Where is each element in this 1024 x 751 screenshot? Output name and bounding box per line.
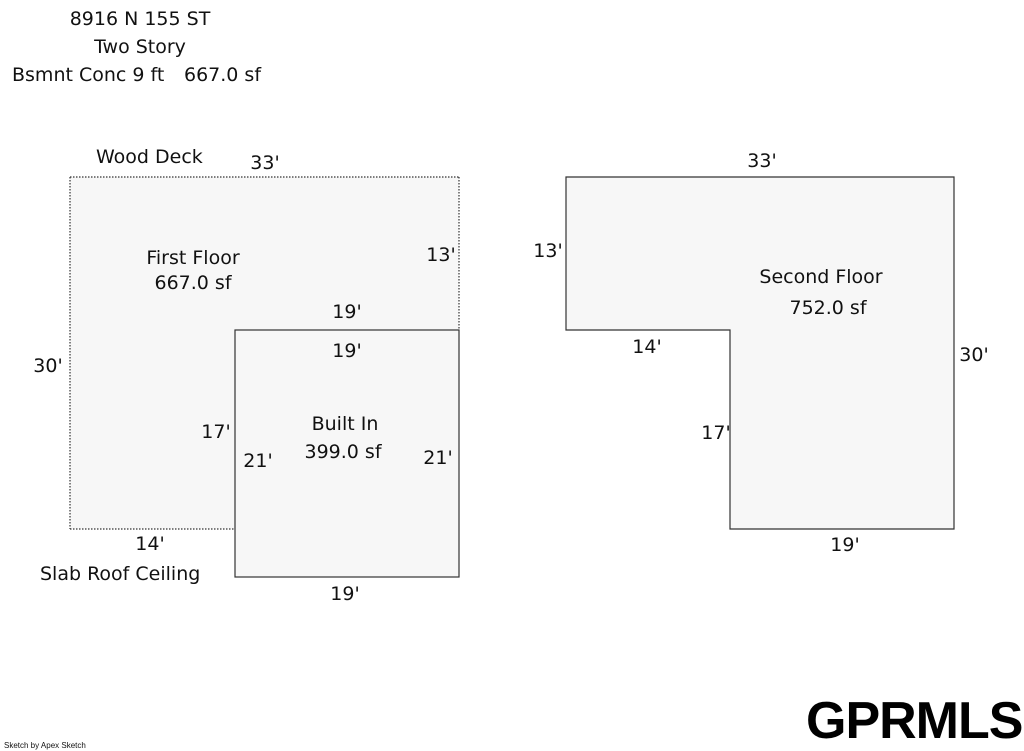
first-floor-top-dimension: 33': [250, 152, 280, 174]
built-in-area: 399.0 sf: [304, 441, 382, 463]
built-in-name: Built In: [311, 413, 379, 435]
built-in-top-outer-dimension: 19': [332, 301, 362, 323]
gprmls-logo: GPRMLS: [806, 692, 1023, 750]
basement-area: 667.0 sf: [184, 64, 262, 86]
second-floor-left-dimension: 13': [533, 240, 563, 262]
basement-label: Bsmnt Conc 9 ft: [12, 64, 165, 86]
property-style: Two Story: [94, 36, 186, 58]
slab-roof-ceiling-label: Slab Roof Ceiling: [40, 563, 201, 585]
second-floor-top-dimension: 33': [747, 150, 777, 172]
wood-deck-label: Wood Deck: [96, 146, 203, 168]
sketch-credit: Sketch by Apex Sketch: [4, 741, 86, 750]
second-floor-bottom-dimension: 19': [830, 534, 860, 556]
second-floor-notch-side-dimension: 17': [701, 422, 731, 444]
first-floor-bottom-dimension: 14': [135, 533, 165, 555]
property-address: 8916 N 155 ST: [69, 8, 211, 30]
first-floor-name: First Floor: [146, 247, 240, 269]
built-in-left-inner-dimension: 21': [243, 450, 273, 472]
first-floor-left-dimension: 30': [33, 355, 63, 377]
second-floor-area: 752.0 sf: [789, 297, 867, 319]
second-floor-name: Second Floor: [759, 266, 883, 288]
built-in-shape: [234, 329, 460, 578]
second-floor-shape: [565, 176, 955, 530]
second-floor-right-dimension: 30': [959, 344, 989, 366]
second-floor-notch-bottom-dimension: 14': [632, 336, 662, 358]
built-in-left-outer-dimension: 17': [201, 421, 231, 443]
built-in-bottom-dimension: 19': [330, 583, 360, 605]
first-floor-area: 667.0 sf: [154, 272, 232, 294]
first-floor-right-dimension: 13': [426, 244, 456, 266]
built-in-top-inner-dimension: 19': [332, 340, 362, 362]
built-in-right-dimension: 21': [423, 447, 453, 469]
